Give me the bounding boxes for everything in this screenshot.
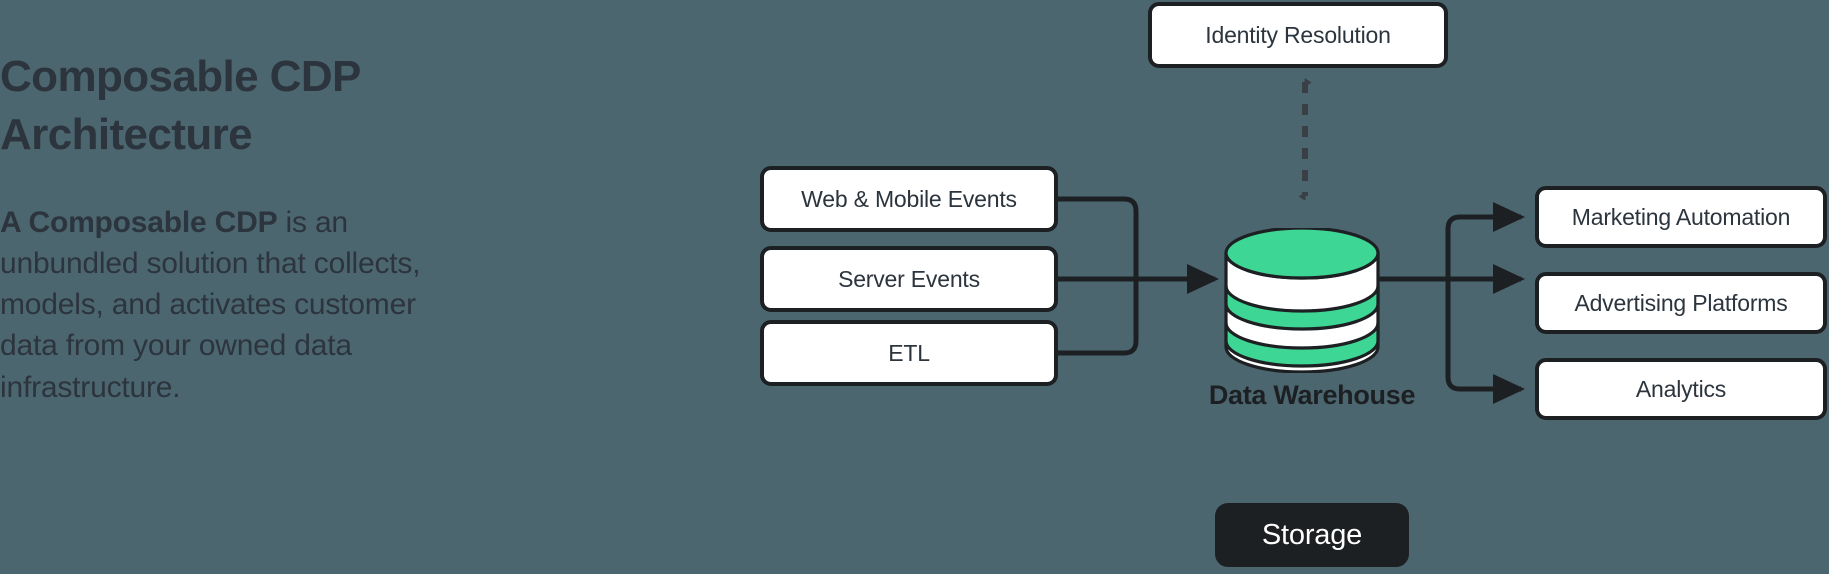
node-label: Advertising Platforms: [1574, 289, 1788, 316]
intro-text-block: Composable CDP Architecture A Composable…: [0, 48, 430, 408]
data-warehouse-label: Data Warehouse: [1208, 380, 1416, 410]
node-marketing-automation[interactable]: Marketing Automation: [1535, 186, 1827, 248]
page-description: A Composable CDP is an unbundled solutio…: [0, 202, 430, 407]
node-label: Server Events: [838, 265, 980, 292]
node-label: Marketing Automation: [1571, 203, 1791, 230]
node-label: Web & Mobile Events: [801, 185, 1017, 212]
node-label: ETL: [888, 339, 930, 366]
database-cylinder-icon: [1224, 228, 1380, 373]
page-description-body: is an unbundled solution that collects, …: [0, 206, 421, 404]
node-label: Identity Resolution: [1205, 21, 1391, 48]
node-server-events[interactable]: Server Events: [760, 246, 1058, 312]
node-label: Analytics: [1635, 375, 1727, 402]
node-analytics[interactable]: Analytics: [1535, 358, 1827, 420]
data-warehouse-group: Data Warehouse: [1209, 228, 1415, 428]
connector-sources-to-warehouse: [1058, 196, 1220, 356]
storage-badge-label: Storage: [1261, 518, 1363, 551]
page-title: Composable CDP Architecture: [0, 52, 361, 160]
node-identity-resolution[interactable]: Identity Resolution: [1148, 2, 1448, 68]
page-description-lead: A Composable CDP: [0, 206, 278, 240]
node-etl[interactable]: ETL: [760, 320, 1058, 386]
node-advertising-platforms[interactable]: Advertising Platforms: [1535, 272, 1827, 334]
storage-badge[interactable]: Storage: [1215, 503, 1409, 567]
node-web-and-mobile-events[interactable]: Web & Mobile Events: [760, 166, 1058, 232]
